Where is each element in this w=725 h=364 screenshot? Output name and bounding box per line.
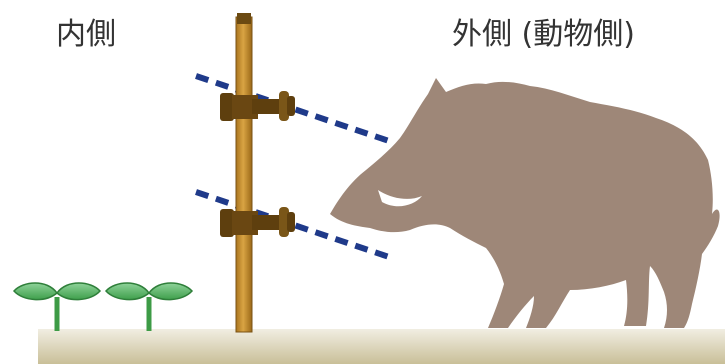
label-outside-animal-side: 外側 (動物側) (452, 17, 635, 52)
electric-wire-upper (195, 73, 393, 145)
insulator-upper (220, 91, 295, 121)
sprout-icon (104, 282, 194, 331)
insulator-lower (220, 207, 295, 237)
boar-silhouette-icon (330, 78, 720, 328)
fence-post (235, 13, 253, 333)
label-inside: 内側 (56, 17, 116, 52)
electric-wire-lower (195, 189, 393, 261)
sprout-icon (12, 282, 102, 331)
ground (38, 329, 725, 364)
